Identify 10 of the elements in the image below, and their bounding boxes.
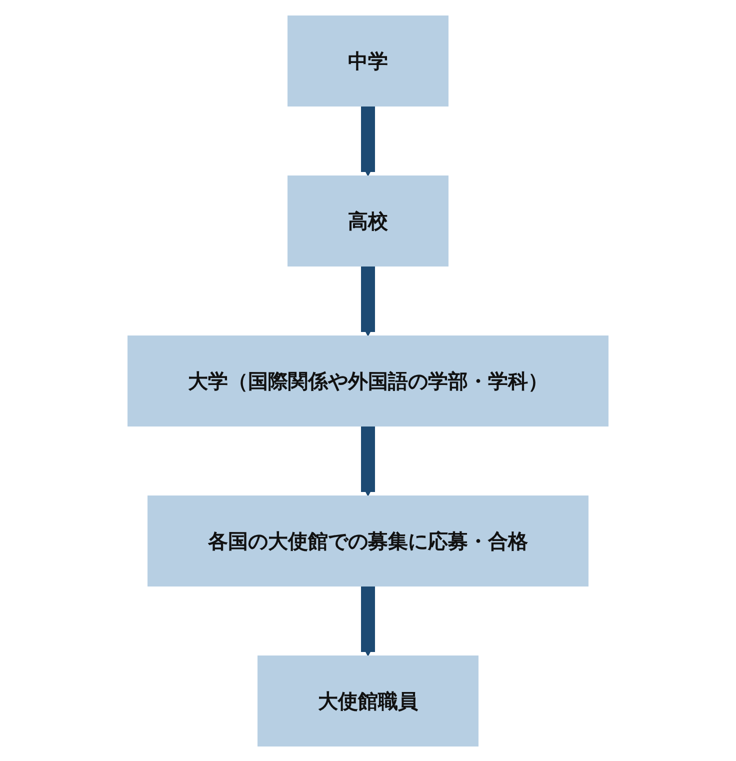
arrow bbox=[361, 264, 375, 336]
arrow bbox=[361, 424, 375, 496]
node-box bbox=[128, 335, 608, 426]
node-box bbox=[258, 655, 478, 746]
node-box bbox=[288, 15, 448, 106]
arrow bbox=[361, 584, 375, 656]
flowchart-drawing: 中学 高校 大学（国際関係や外国語の学部・学科） 各国の大使館での募集に応募・合格 大使館職員 bbox=[120, 8, 616, 754]
node-box bbox=[148, 495, 588, 586]
arrow bbox=[361, 104, 375, 176]
node-box bbox=[288, 175, 448, 266]
